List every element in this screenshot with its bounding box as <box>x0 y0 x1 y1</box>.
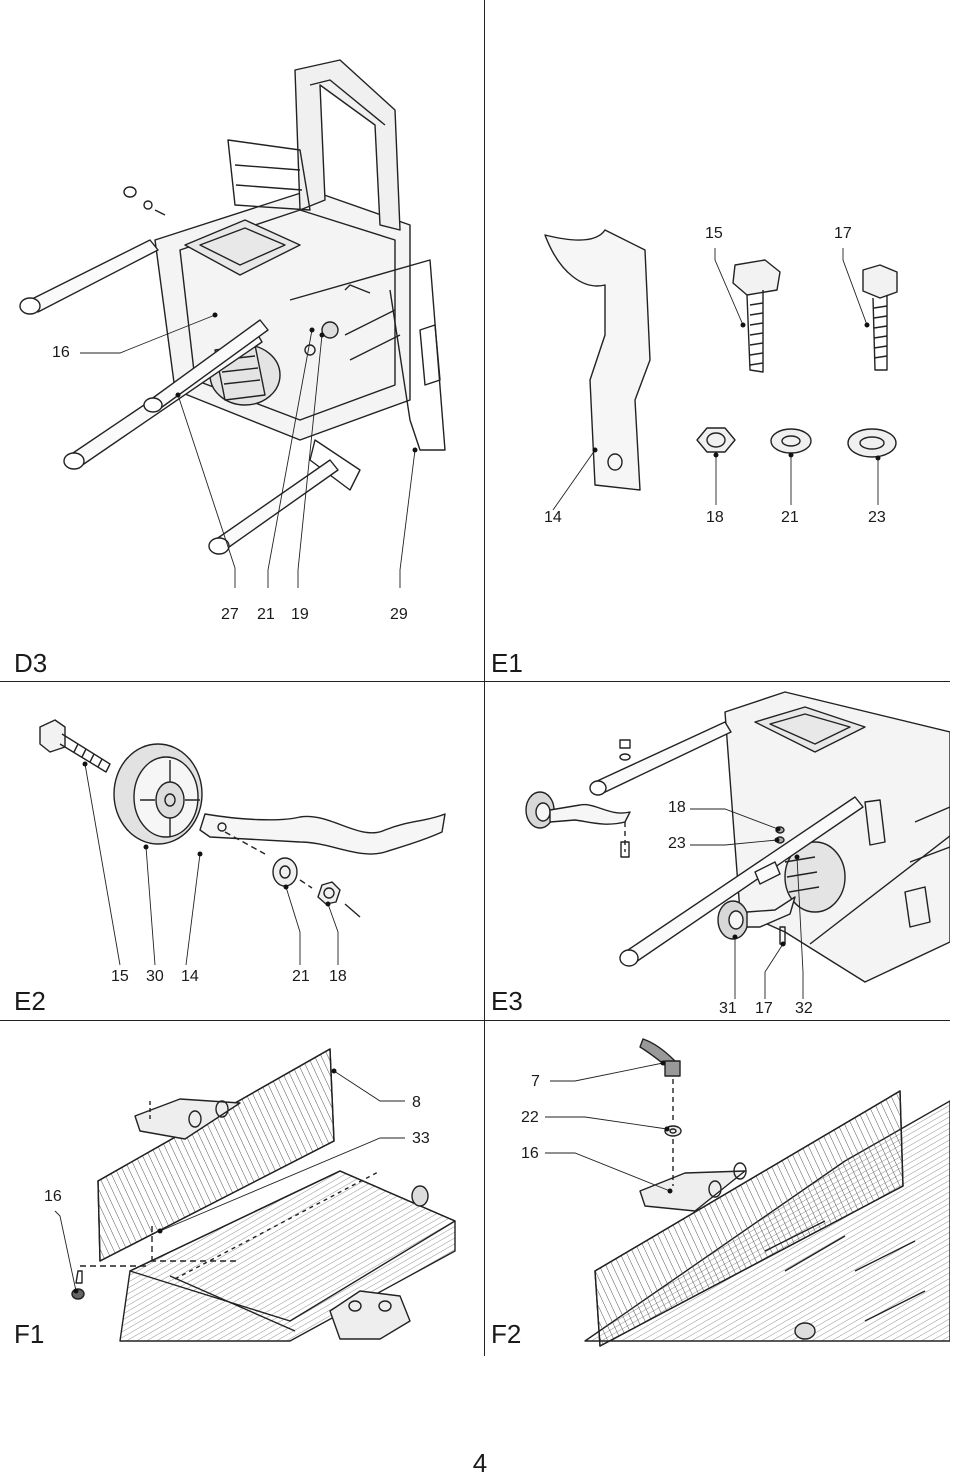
callout-30: 30 <box>146 968 164 985</box>
horizontal-divider-middle <box>0 1020 950 1021</box>
d3-machine-underside-drawing <box>19 59 446 588</box>
callout-18: 18 <box>329 968 347 985</box>
callout-17: 17 <box>834 225 852 242</box>
callout-21: 21 <box>781 509 799 526</box>
callout-16: 16 <box>44 1188 62 1205</box>
callout-15: 15 <box>705 225 723 242</box>
callout-21: 21 <box>257 606 275 623</box>
callout-15: 15 <box>111 968 129 985</box>
panel-label-f1: F1 <box>14 1319 45 1349</box>
callout-18: 18 <box>706 509 724 526</box>
callout-22: 22 <box>521 1109 539 1126</box>
callout-31: 31 <box>719 1000 737 1017</box>
callout-32: 32 <box>795 1000 813 1017</box>
callout-19: 19 <box>291 606 309 623</box>
f1-fence-mounting-drawing <box>54 1048 456 1342</box>
callout-7: 7 <box>531 1073 540 1090</box>
callout-23: 23 <box>668 835 686 852</box>
panel-label-e3: E3 <box>491 986 523 1016</box>
callout-14: 14 <box>544 509 562 526</box>
callout-14: 14 <box>181 968 199 985</box>
panel-f1: 8 33 16 F1 <box>0 1021 484 1356</box>
callout-17: 17 <box>755 1000 773 1017</box>
callout-18: 18 <box>668 799 686 816</box>
callout-16: 16 <box>52 344 70 361</box>
page-number: 4 <box>472 1448 488 1478</box>
e3-wheel-mounting-drawing <box>525 691 950 999</box>
e2-wheel-assembly-drawing <box>39 719 446 966</box>
e1-parts-drawing <box>544 229 898 511</box>
callout-29: 29 <box>390 606 408 623</box>
callout-33: 33 <box>412 1130 430 1147</box>
panel-label-d3: D3 <box>14 648 48 678</box>
callout-16: 16 <box>521 1145 539 1162</box>
callout-23: 23 <box>868 509 886 526</box>
panel-e2: 15 30 14 21 18 E2 <box>0 682 484 1020</box>
f2-fence-clamp-drawing <box>545 1038 950 1347</box>
vertical-divider <box>484 0 485 1356</box>
panel-label-e1: E1 <box>491 648 523 678</box>
panel-e1: 15 17 14 18 21 23 E1 <box>485 0 960 681</box>
panel-e3: 18 23 31 17 32 E3 <box>485 682 950 1020</box>
callout-8: 8 <box>412 1094 421 1111</box>
panel-label-e2: E2 <box>14 986 46 1016</box>
callout-21: 21 <box>292 968 310 985</box>
panel-d3: 16 27 21 19 29 D3 <box>0 0 484 681</box>
horizontal-divider-top <box>0 681 950 682</box>
panel-label-f2: F2 <box>491 1319 522 1349</box>
panel-f2: 7 22 16 F2 <box>485 1021 950 1356</box>
callout-27: 27 <box>221 606 239 623</box>
